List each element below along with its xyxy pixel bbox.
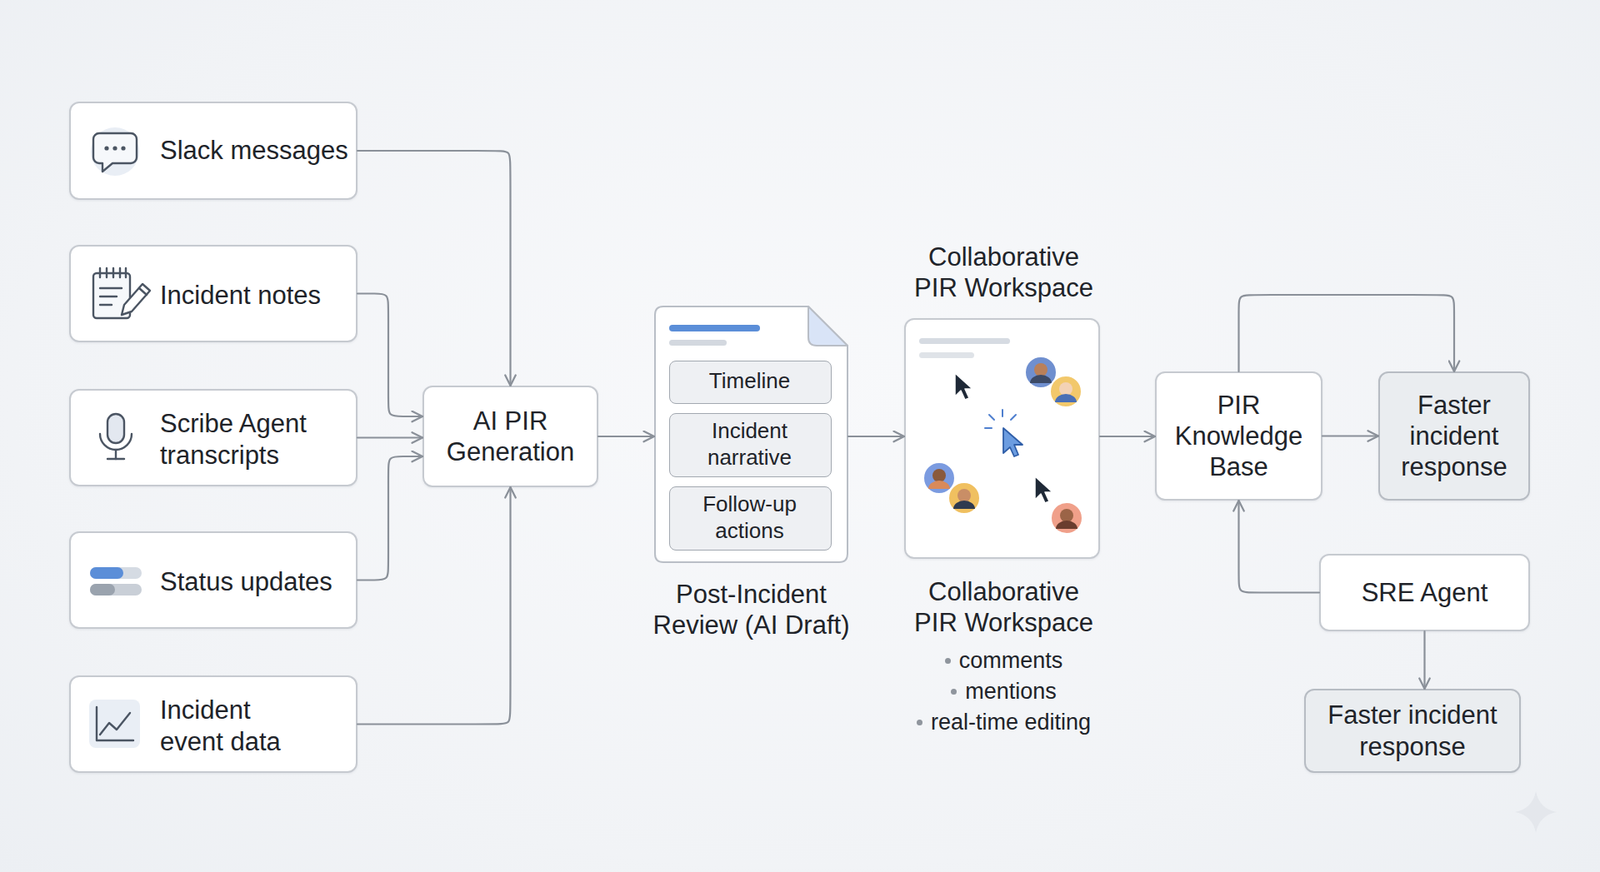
bullet-dot <box>945 658 951 665</box>
text-slot: PIR Knowledge Base <box>1156 373 1321 500</box>
node-label: Slack messages <box>160 135 349 166</box>
sparkle-mark <box>1515 791 1557 834</box>
section-box: Timeline <box>669 360 832 405</box>
node-label: AI PIR Generation <box>429 405 592 468</box>
text-slot: mentions <box>855 676 1152 708</box>
text-slot: Faster incident response <box>1380 373 1529 500</box>
text-slot: comments <box>855 645 1152 677</box>
node-heading: Post-Incident Review (AI Draft) <box>642 579 860 641</box>
flow-arrow <box>848 435 905 438</box>
workspace-box: Collaborative PIR WorkspaceCollaborative… <box>904 318 1100 560</box>
microphone-icon <box>100 414 132 460</box>
flow-arrow <box>357 487 511 725</box>
document-header-bars <box>669 325 760 346</box>
flow-arrow <box>357 456 423 581</box>
text-slot: Slack messages <box>160 103 352 199</box>
text-slot: Incident event data <box>160 677 302 775</box>
section-box: Incident narrative <box>669 413 832 478</box>
flow-arrow <box>1322 435 1379 437</box>
node-label: Status updates <box>160 566 333 598</box>
document-fold <box>808 306 848 346</box>
source-box: Incident event data <box>69 675 358 774</box>
source-box: Slack messages <box>69 101 358 200</box>
workspace-illustration <box>919 338 1083 535</box>
process-box: PIR Knowledge Base <box>1155 371 1323 501</box>
text-slot: AI PIR Generation <box>424 387 597 486</box>
node-label: Incident event data <box>160 695 302 757</box>
status-icon <box>90 567 142 596</box>
node-label: Incident notes <box>160 280 321 311</box>
avatar <box>948 482 980 515</box>
node-label: Follow-up actions <box>675 491 825 544</box>
node-label: Timeline <box>709 368 790 395</box>
node-heading: Collaborative PIR Workspace <box>906 241 1101 304</box>
text-slot: Collaborative PIR Workspace <box>901 239 1106 306</box>
bullet-dot <box>950 689 957 695</box>
source-box: Incident notes <box>69 245 358 343</box>
section-box: Follow-up actions <box>669 486 832 551</box>
text-slot: Scribe Agent transcripts <box>160 390 348 489</box>
node-label: SRE Agent <box>1361 577 1489 609</box>
flow-arrow <box>357 294 423 418</box>
text-slot: SRE Agent <box>1320 555 1529 630</box>
text-slot: Follow-up actions <box>670 487 830 549</box>
avatar <box>923 462 955 495</box>
flow-arrow <box>598 435 655 438</box>
chart-icon <box>89 700 140 749</box>
node-heading: Collaborative PIR Workspace <box>906 576 1101 639</box>
text-slot: Collaborative PIR Workspace <box>901 574 1106 641</box>
node-label: Scribe Agent transcripts <box>160 408 348 470</box>
process-box: Faster incident response <box>1378 371 1530 501</box>
document-body <box>655 306 848 563</box>
source-box: Status updates <box>69 531 358 630</box>
flow-arrow <box>1239 295 1455 372</box>
process-box: Faster incident response <box>1304 689 1521 774</box>
flow-arrow <box>357 436 423 439</box>
text-slot: Faster incident response <box>1305 690 1520 772</box>
node-label: Incident narrative <box>675 418 825 470</box>
text-slot: real-time editing <box>855 707 1152 739</box>
bullet-item: comments <box>959 647 1064 675</box>
text-slot: Incident notes <box>160 246 352 345</box>
process-box: SRE Agent <box>1319 554 1530 632</box>
text-slot: Status updates <box>160 533 352 631</box>
flow-arrow <box>1100 435 1155 438</box>
node-label: Faster incident response <box>1385 390 1524 484</box>
avatar <box>1050 502 1083 535</box>
process-box: AI PIR Generation <box>422 385 599 488</box>
text-slot: Incident narrative <box>670 414 830 475</box>
bullet-item: mentions <box>965 678 1057 705</box>
flow-arrow <box>1423 631 1425 690</box>
bullet-dot <box>916 720 923 726</box>
source-box: Scribe Agent transcripts <box>69 389 358 487</box>
avatar <box>1025 356 1057 389</box>
node-label: Faster incident response <box>1310 700 1515 762</box>
flow-arrow <box>1239 500 1320 594</box>
text-slot: Post-Incident Review (AI Draft) <box>637 576 865 644</box>
document-shape: Post-Incident Review (AI Draft)TimelineI… <box>654 305 849 564</box>
text-slot: Timeline <box>670 361 830 402</box>
flow-arrow <box>357 150 511 386</box>
node-label: PIR Knowledge Base <box>1161 390 1316 484</box>
bullet-item: real-time editing <box>930 709 1091 736</box>
avatar <box>1050 375 1082 408</box>
chat-icon <box>90 127 140 176</box>
notes-icon <box>93 268 150 319</box>
